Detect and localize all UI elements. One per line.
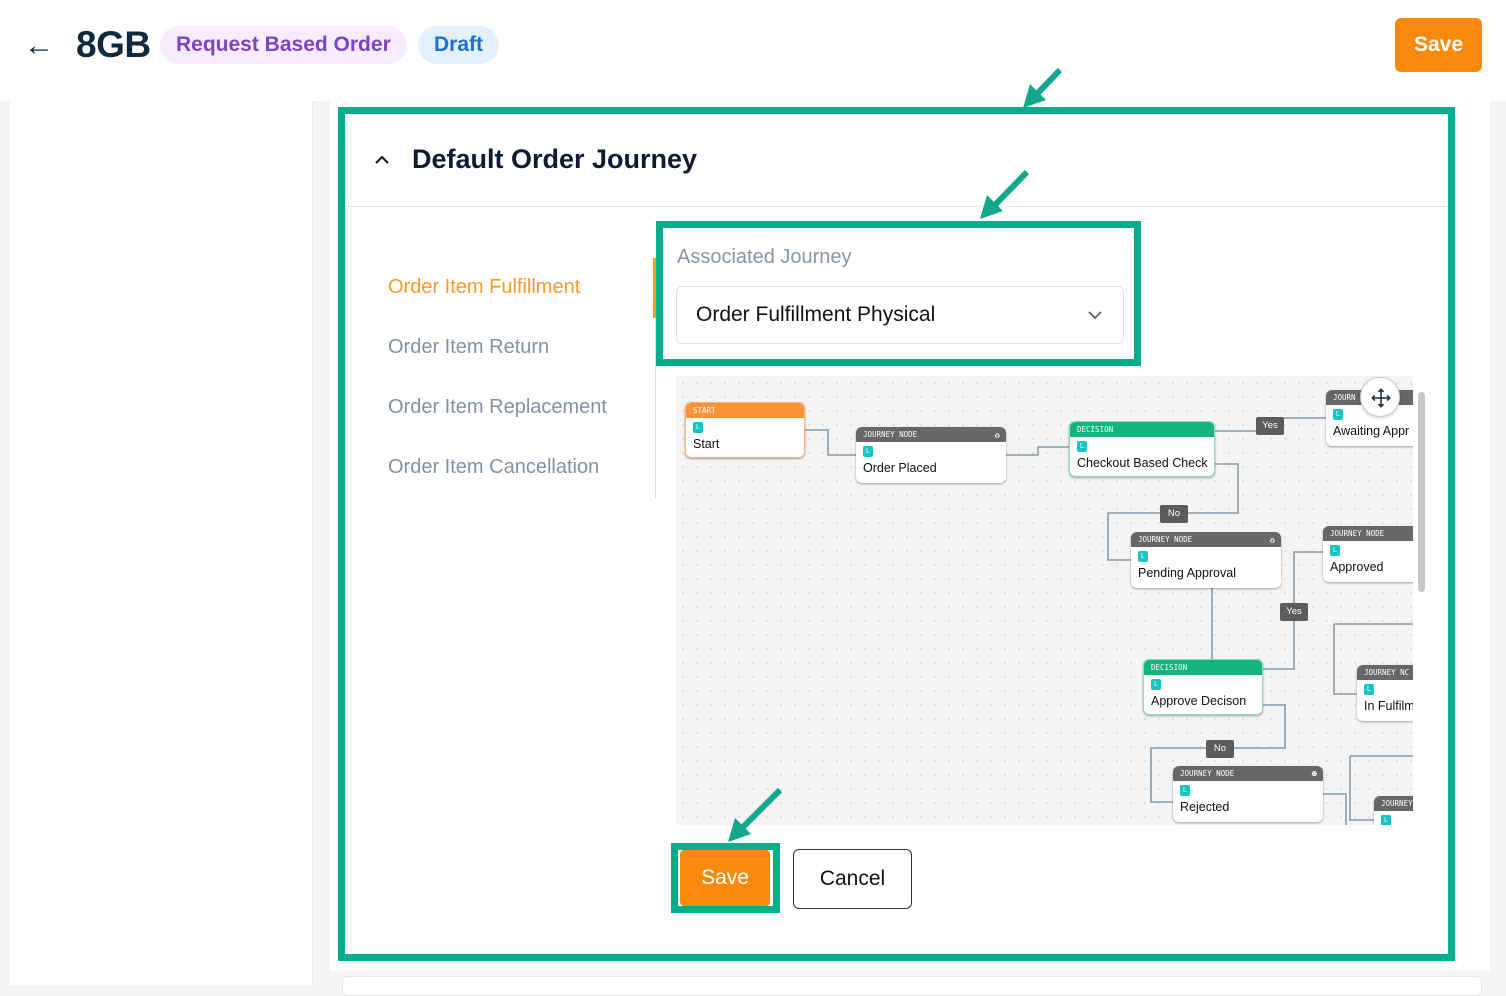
node-type: JOURNEY NODE [1323, 526, 1413, 541]
move-arrows-icon[interactable] [1360, 377, 1400, 417]
node-label: Awaiting Appr [1333, 424, 1410, 438]
node-tag: L [1381, 815, 1391, 825]
nav-active-indicator [653, 258, 656, 318]
nav-order-item-return[interactable]: Order Item Return [388, 336, 550, 358]
next-card [342, 976, 1482, 996]
nav-divider [655, 258, 656, 498]
node-tag: L [1333, 409, 1343, 420]
diagram-edge [805, 429, 856, 456]
nav-order-item-cancellation[interactable]: Order Item Cancellation [388, 456, 600, 478]
node-type: JOURNEY NODE♻ [856, 427, 1006, 442]
node-label: Rejected [1180, 800, 1230, 814]
diagram-node[interactable]: START L Start [685, 402, 805, 458]
node-type: DECISION [1070, 422, 1214, 437]
robot-icon: ♻ [1269, 536, 1275, 546]
node-label: Start [693, 437, 720, 451]
selected-journey: Order Fulfillment Physical [696, 303, 936, 326]
edge-label: Yes [1256, 417, 1284, 435]
divider [346, 206, 1448, 207]
section-title: Default Order Journey [412, 144, 698, 174]
node-label: Pending Approval [1138, 566, 1236, 580]
node-tag: L [1138, 551, 1148, 562]
page-header: ← 8GB Request Based Order Draft Save [0, 0, 1506, 101]
node-type: DECISION [1144, 660, 1262, 675]
node-tag: L [1330, 545, 1340, 556]
robot-icon: ♻ [994, 431, 1000, 441]
node-label: In Fulfilm [1364, 699, 1413, 713]
edge-label: No [1206, 740, 1234, 758]
node-label: Approve Decison [1151, 694, 1247, 708]
edge-label: No [1160, 505, 1188, 523]
nav-order-item-fulfillment[interactable]: Order Item Fulfillment [388, 276, 581, 298]
chevron-down-icon [1088, 311, 1102, 320]
node-tag: L [1077, 441, 1087, 452]
diagram-node[interactable]: JOURNEYLDispo [1374, 796, 1413, 825]
diagram-scrollbar[interactable] [1418, 392, 1425, 592]
header-save-button[interactable]: Save [1395, 18, 1482, 72]
node-tag: L [1180, 785, 1190, 796]
order-type-badge: Request Based Order [160, 26, 407, 64]
nav-order-item-replacement[interactable]: Order Item Replacement [388, 396, 607, 418]
diagram-edge [1333, 624, 1357, 695]
diagram-edge [1323, 793, 1347, 825]
associated-journey-select[interactable]: Order Fulfillment Physical [676, 286, 1124, 344]
node-label: Order Placed [863, 461, 937, 475]
diagram-edge [1349, 756, 1374, 821]
diagram-node[interactable]: JOURNEY NC L In Fulfilm [1357, 665, 1413, 721]
cancel-button[interactable]: Cancel [793, 849, 912, 909]
node-label: Approved [1330, 560, 1384, 574]
diagram-node[interactable]: JOURNEY NODE♻ L Order Placed [856, 427, 1006, 483]
arrow-left-icon[interactable]: ← [24, 29, 54, 62]
node-type: JOURNEY NODE☻ [1173, 766, 1323, 781]
diagram-node[interactable]: JOURNEY NODE L Approved [1323, 526, 1413, 582]
page-title: 8GB [76, 24, 151, 65]
status-badge: Draft [418, 26, 500, 64]
associated-journey-label: Associated Journey [677, 246, 852, 268]
diagram-node[interactable]: DECISION L Approve Decison [1143, 659, 1263, 715]
node-type: JOURNEY NC [1357, 665, 1413, 680]
node-tag: L [693, 422, 703, 433]
diagram-node[interactable]: JOURNEY NODE♻ L Pending Approval [1131, 532, 1281, 588]
node-tag: L [1151, 679, 1161, 690]
node-type: START [686, 403, 804, 418]
node-label: Checkout Based Check [1077, 456, 1208, 470]
left-panel [10, 101, 313, 985]
node-type: JOURNEY NODE♻ [1131, 532, 1281, 547]
edge-label: Yes [1280, 603, 1308, 621]
node-type: JOURNEY [1374, 796, 1413, 811]
node-tag: L [1364, 684, 1374, 695]
save-button[interactable]: Save [680, 850, 770, 906]
diagram-edge [1005, 446, 1069, 456]
user-icon: ☻ [1311, 770, 1317, 780]
chevron-up-icon[interactable] [372, 150, 392, 170]
diagram-node[interactable]: JOURNEY NODE☻ L Rejected [1173, 766, 1323, 822]
node-tag: L [863, 446, 873, 457]
diagram-node[interactable]: DECISION L Checkout Based Check [1069, 421, 1215, 477]
